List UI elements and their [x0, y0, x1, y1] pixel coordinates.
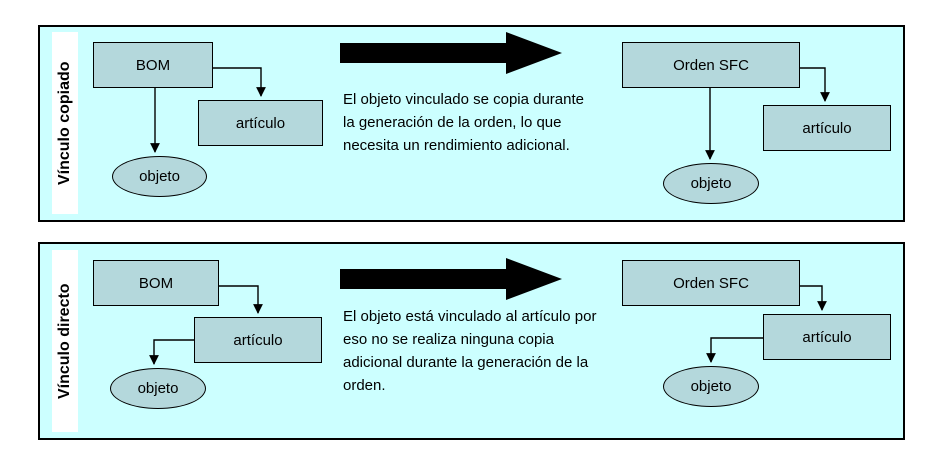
copied-left-item-box: artículo [198, 100, 323, 146]
direct-right-root-box: Orden SFC [622, 260, 800, 306]
direct-left-item-box: artículo [194, 317, 322, 363]
direct-right-item-box: artículo [763, 314, 891, 360]
copied-right-object-ellipse: objeto [663, 163, 759, 204]
direct-left-object-ellipse: objeto [110, 368, 206, 409]
direct-caption: El objeto está vinculado al artículo por… [343, 308, 597, 394]
copied-right-root-box: Orden SFC [622, 42, 800, 88]
copied-left-object-ellipse: objeto [112, 156, 207, 197]
copied-caption: El objeto vinculado se copia durante la … [343, 91, 584, 154]
direct-right-object-ellipse: objeto [663, 366, 759, 407]
copied-right-item-box: artículo [763, 105, 891, 151]
panel-direct-side-label: Vínculo directo [52, 250, 78, 432]
copied-left-root-box: BOM [93, 42, 213, 88]
panel-copied-side-label: Vínculo copiado [52, 32, 78, 214]
direct-left-root-box: BOM [93, 260, 219, 306]
